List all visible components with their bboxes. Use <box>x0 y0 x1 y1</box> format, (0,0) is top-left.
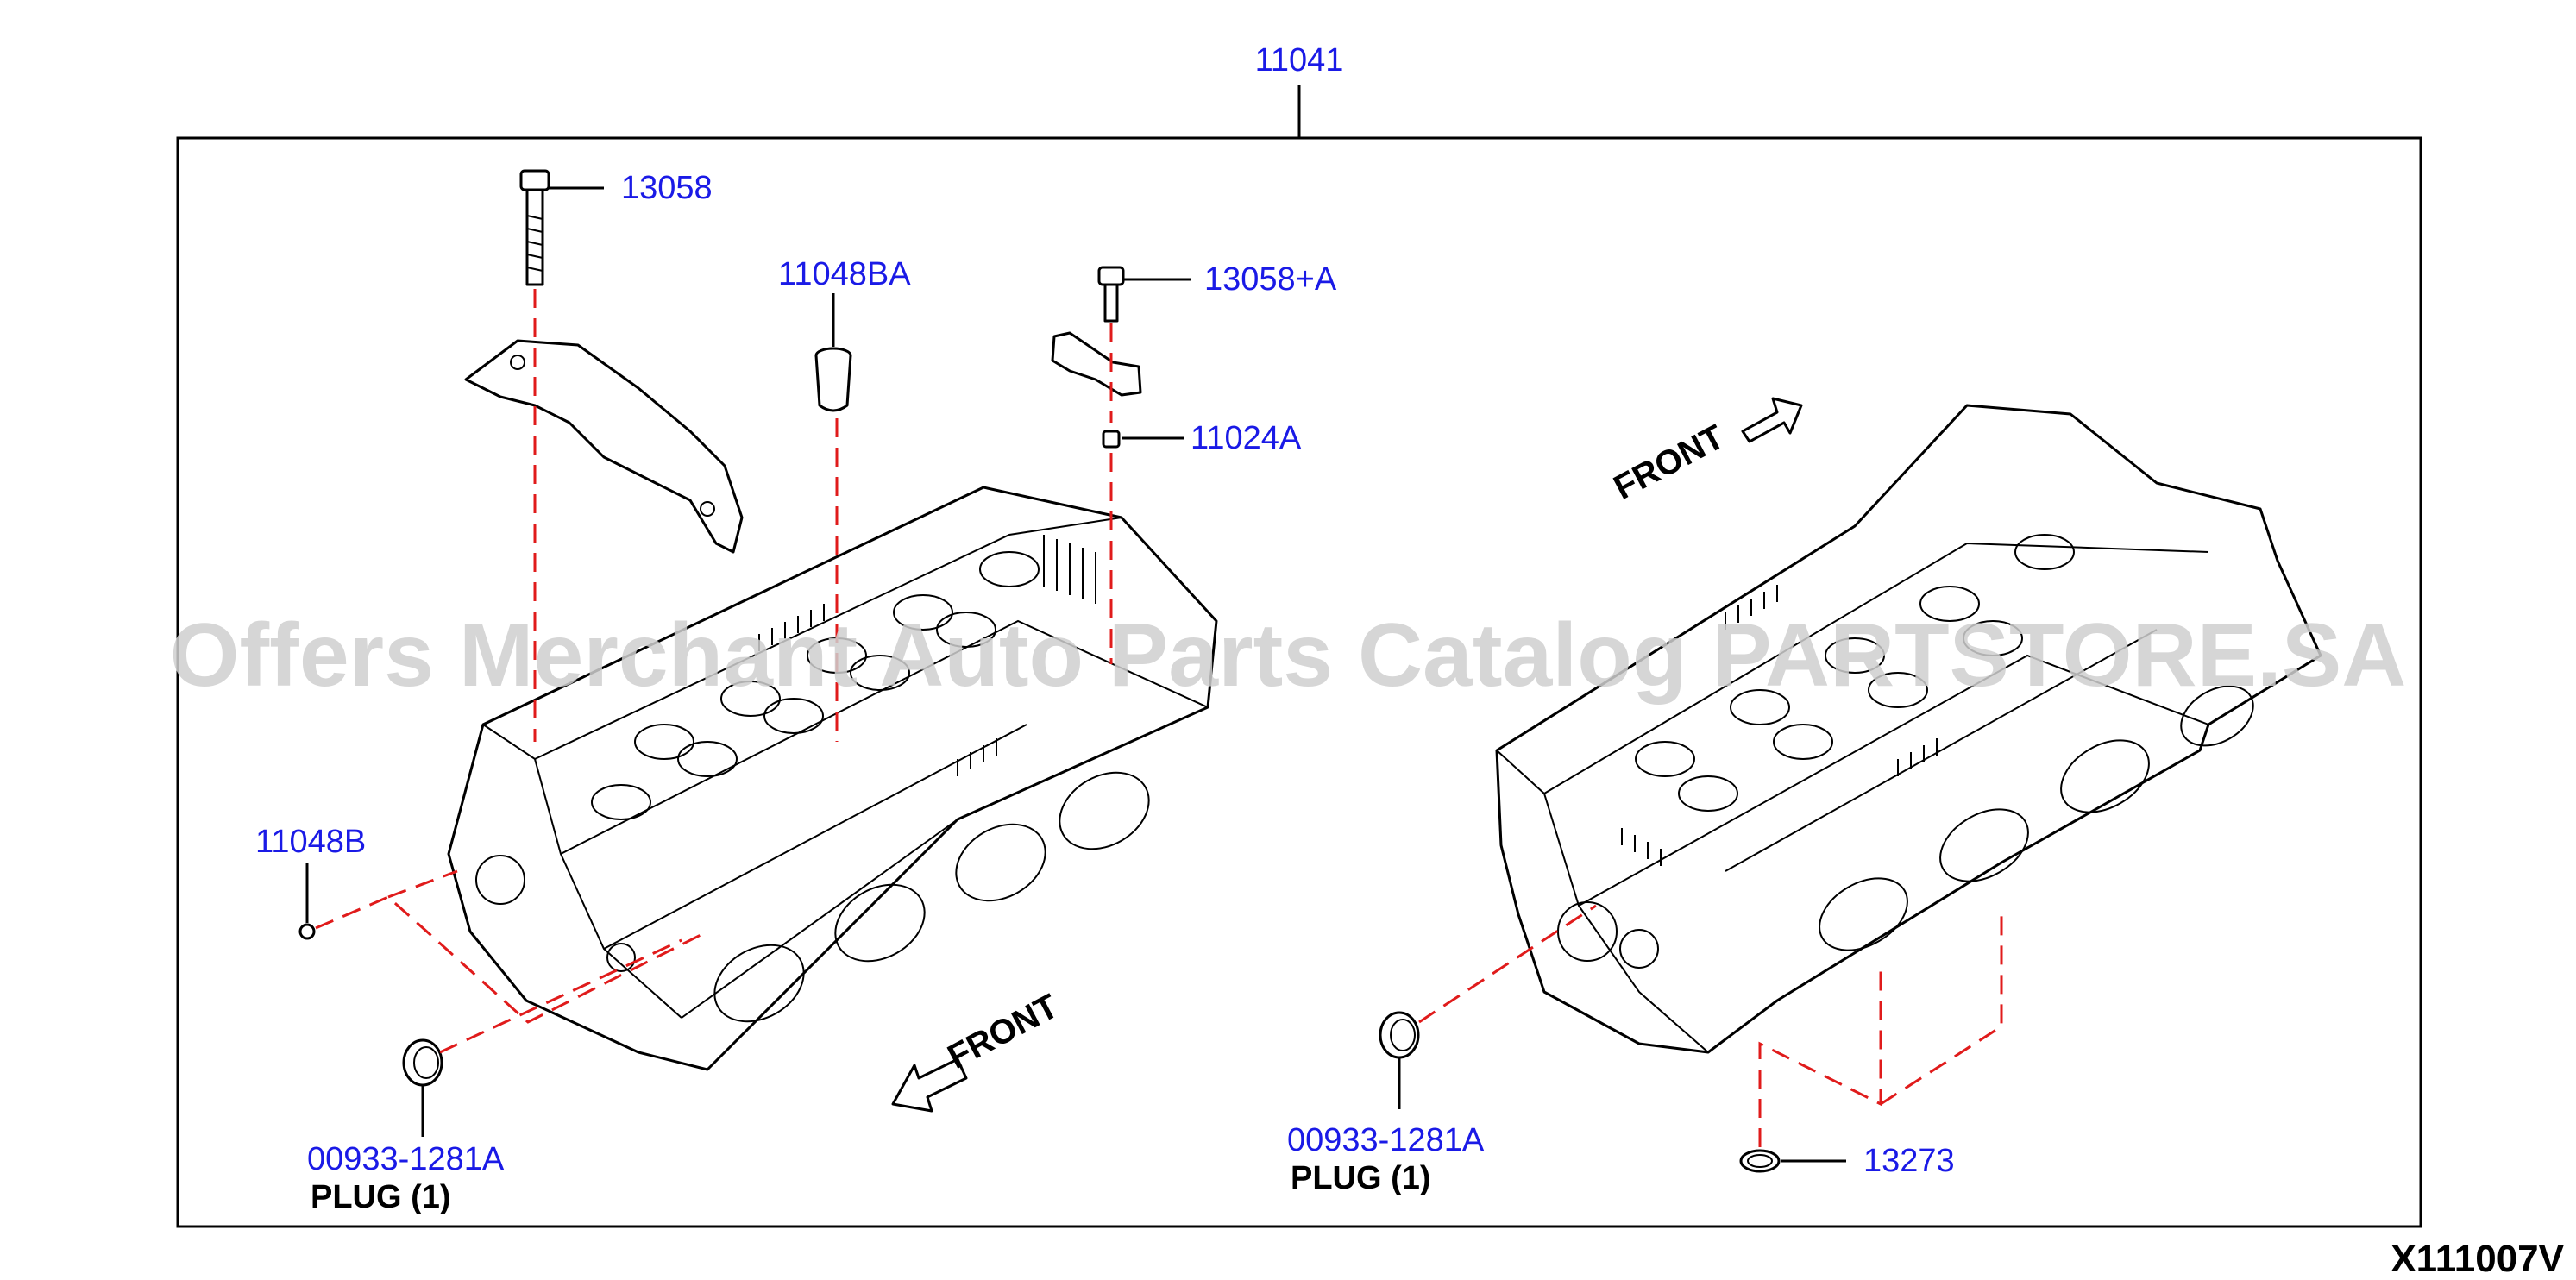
callout-plug-right-name: PLUG (1) <box>1291 1160 1431 1196</box>
cam-journals-left <box>591 551 1040 820</box>
hatching-right <box>1621 585 1938 866</box>
front-arrow-right: FRONT <box>1608 397 1803 507</box>
dash-11048B <box>315 895 708 1024</box>
callout-11048B[interactable]: 11048B <box>255 824 366 860</box>
ports-right <box>1557 685 2254 969</box>
dash-13273-b <box>1880 914 2003 1106</box>
bolt-13058[interactable] <box>519 169 550 286</box>
o-ring-13273[interactable] <box>1739 1149 1781 1173</box>
mount-bracket-small <box>1051 331 1142 397</box>
plug-00933-1281A-left[interactable] <box>402 1038 443 1087</box>
ports-left <box>475 771 1150 1023</box>
timing-cover-bracket <box>464 339 744 554</box>
dash-13273 <box>1758 966 1882 1147</box>
cam-journals-right <box>1635 534 2075 812</box>
front-arrow-left: FRONT <box>891 987 1065 1113</box>
dash-plug-right <box>1418 904 1597 1024</box>
bolt-13058A[interactable] <box>1097 266 1125 323</box>
callout-plug-right-part[interactable]: 00933-1281A <box>1287 1122 1485 1158</box>
hatching-left <box>758 535 1096 776</box>
cylinder-head-right <box>1495 404 2322 1054</box>
plug-00933-1281A-right[interactable] <box>1379 1011 1420 1059</box>
callout-13058A[interactable]: 13058+A <box>1204 261 1337 298</box>
watermark: Offers Merchant Auto Parts Catalog PARTS… <box>170 605 2407 706</box>
callout-11048BA[interactable]: 11048BA <box>778 256 911 292</box>
dash-11048B-b <box>387 869 458 899</box>
front-label-left: FRONT <box>942 987 1065 1076</box>
assembly-ref-callout[interactable]: 11041 <box>1255 42 1344 78</box>
callout-plug-left-part[interactable]: 00933-1281A <box>307 1141 505 1177</box>
front-label-right: FRONT <box>1608 417 1731 507</box>
dowel-11024A[interactable] <box>1102 430 1121 449</box>
callout-11024A[interactable]: 11024A <box>1191 420 1302 456</box>
dash-plug-left <box>439 938 682 1054</box>
callout-13273[interactable]: 13273 <box>1863 1143 1955 1179</box>
callout-plug-left-name: PLUG (1) <box>311 1179 451 1215</box>
plug-11048BA[interactable] <box>814 347 852 412</box>
plug-11048B[interactable] <box>298 923 316 940</box>
cylinder-head-left <box>447 486 1218 1071</box>
diagram-code: X111007V <box>2391 1238 2564 1280</box>
callout-13058[interactable]: 13058 <box>621 170 713 206</box>
